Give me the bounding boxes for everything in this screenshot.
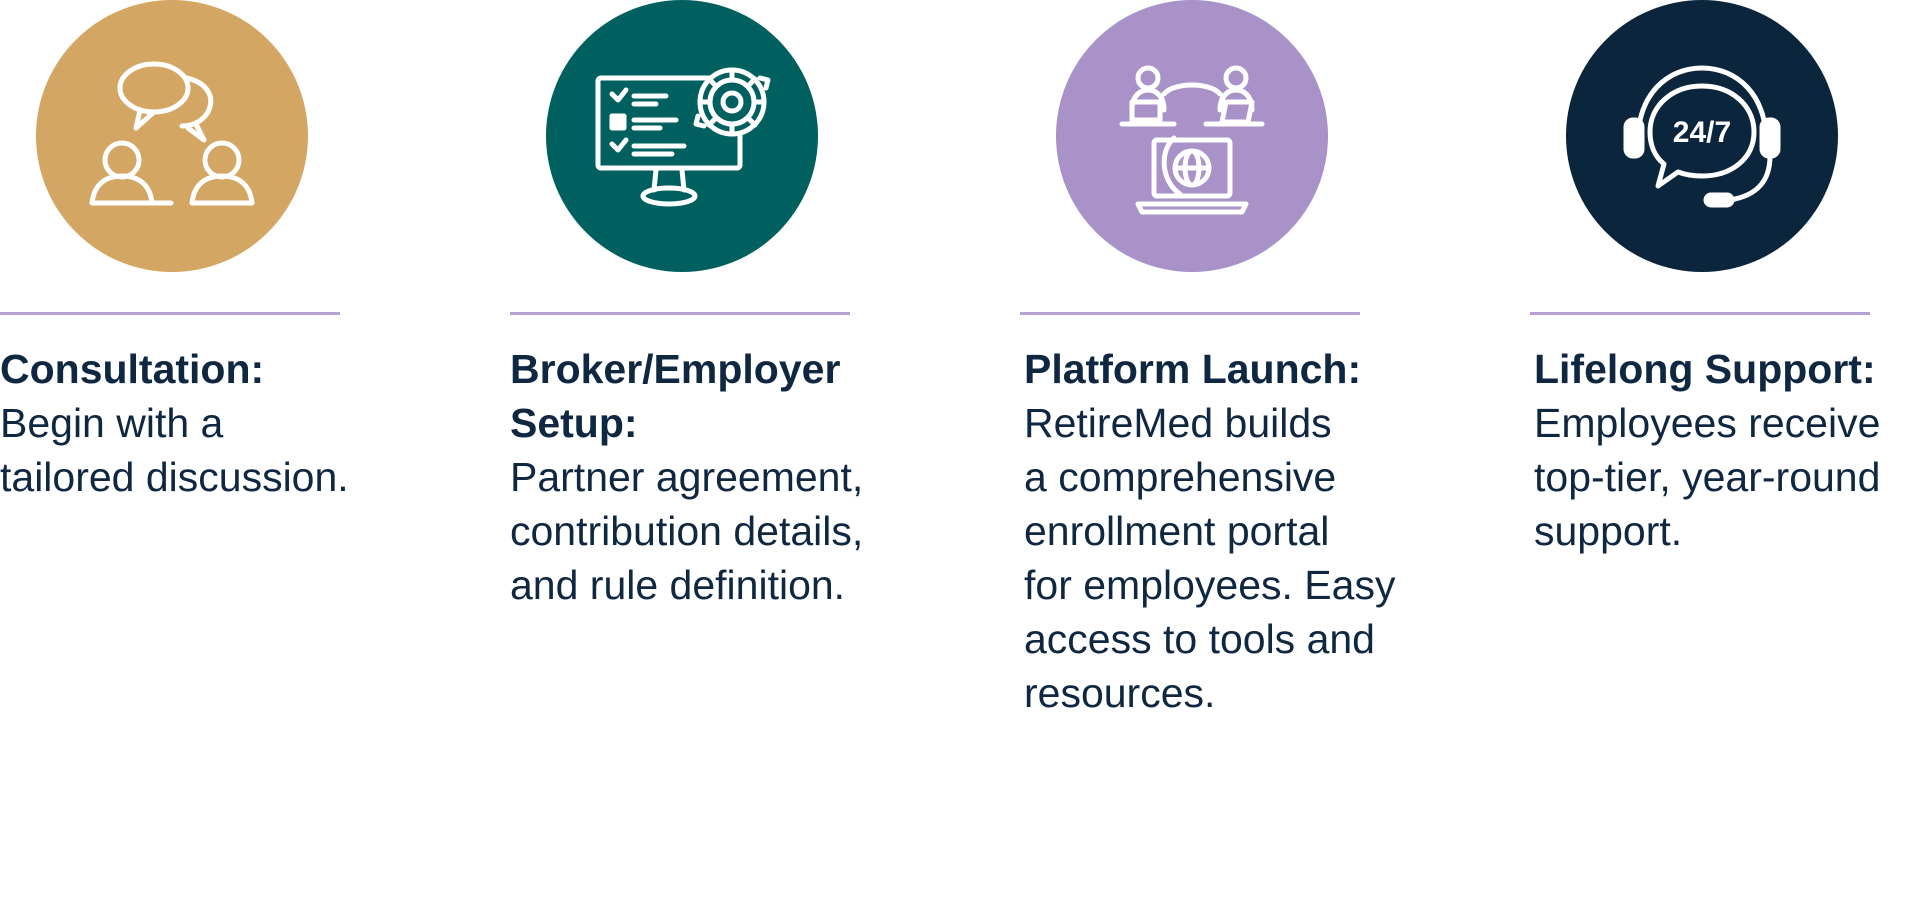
step-text: Lifelong Support: Employees receive top-… xyxy=(1534,342,1920,558)
step-description: Partner agreement, contribution details,… xyxy=(510,454,864,608)
step-text: Consultation: Begin with a tailored disc… xyxy=(0,342,450,504)
setup-circle xyxy=(546,0,818,272)
consultation-chat-icon xyxy=(89,61,255,206)
platform-circle xyxy=(1056,0,1328,272)
monitor-checklist-gear-icon xyxy=(595,67,771,207)
step-heading: Consultation: xyxy=(0,346,265,392)
divider-line xyxy=(1020,312,1360,315)
support-circle: 24/7 xyxy=(1566,0,1838,272)
divider-line xyxy=(0,312,340,315)
step-text: Broker/Employer Setup: Partner agreement… xyxy=(510,342,960,612)
step-description: Begin with a tailored discussion. xyxy=(0,400,349,500)
divider-line xyxy=(1530,312,1870,315)
step-heading: Platform Launch: xyxy=(1024,346,1362,392)
global-platform-laptop-icon xyxy=(1119,65,1265,215)
step-heading: Broker/Employer Setup: xyxy=(510,346,841,446)
step-text: Platform Launch: RetireMed builds a comp… xyxy=(1024,342,1474,720)
support-24-7-headset-icon: 24/7 xyxy=(1623,65,1781,208)
step-heading: Lifelong Support: xyxy=(1534,346,1876,392)
step-description: RetireMed builds a comprehensive enrollm… xyxy=(1024,400,1396,716)
divider-line xyxy=(510,312,850,315)
support-hours-label: 24/7 xyxy=(1673,116,1731,149)
consultation-circle xyxy=(36,0,308,272)
step-description: Employees receive top-tier, year-round s… xyxy=(1534,400,1881,554)
